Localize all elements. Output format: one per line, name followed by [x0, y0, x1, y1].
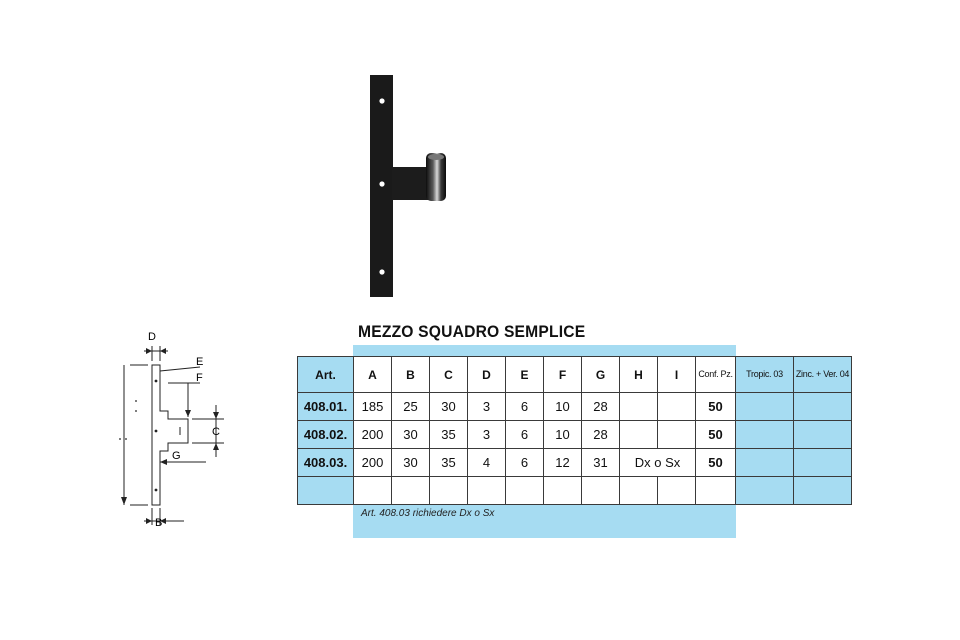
- cell-i: [657, 392, 696, 421]
- cell-a: 185: [353, 392, 392, 421]
- cell-e: 6: [505, 420, 544, 449]
- dim-label-c: C: [212, 426, 220, 438]
- cell-zinc: [793, 392, 852, 421]
- cell-f: 10: [543, 392, 582, 421]
- screw-hole-middle: [379, 181, 385, 187]
- cell-art: [297, 476, 354, 505]
- cell-e: 6: [505, 392, 544, 421]
- cell-c: 30: [429, 392, 468, 421]
- dimension-diagram: D E F C G B A: [119, 331, 224, 529]
- cell-zinc: [793, 420, 852, 449]
- header-b: B: [391, 356, 430, 393]
- cell-f: 10: [543, 420, 582, 449]
- cell-i: [657, 420, 696, 449]
- cell-b: 30: [391, 448, 430, 477]
- header-d: D: [467, 356, 506, 393]
- table-header-row: Art. A B C D E F G H I Conf. Pz. Tropic.…: [297, 356, 852, 393]
- cell-tropic: [735, 476, 794, 505]
- cell-d: 3: [467, 392, 506, 421]
- cell-conf: 50: [695, 392, 736, 421]
- header-e: E: [505, 356, 544, 393]
- cell-b: 30: [391, 420, 430, 449]
- cell-h: [619, 392, 658, 421]
- order-note: Art. 408.03 richiedere Dx o Sx: [361, 508, 495, 519]
- cell-e: [505, 476, 544, 505]
- hinge-barrel: [426, 153, 446, 201]
- dim-label-e: E: [196, 356, 203, 368]
- header-c: C: [429, 356, 468, 393]
- cell-g: 31: [581, 448, 620, 477]
- cell-a: 200: [353, 420, 392, 449]
- cell-b: [391, 476, 430, 505]
- cell-f: 12: [543, 448, 582, 477]
- cell-h: [619, 476, 658, 505]
- table-row: 408.03. 200 30 35 4 6 12 31 Dx o Sx 50: [297, 448, 852, 477]
- product-title: MEZZO SQUADRO SEMPLICE: [358, 322, 586, 341]
- cell-art: 408.03.: [297, 448, 354, 477]
- cell-g: [581, 476, 620, 505]
- cell-conf: [695, 476, 736, 505]
- cell-g: 28: [581, 392, 620, 421]
- cell-i: [657, 476, 696, 505]
- dim-label-f: F: [196, 372, 203, 384]
- cell-art: 408.01.: [297, 392, 354, 421]
- cell-g: 28: [581, 420, 620, 449]
- screw-hole-top: [379, 98, 385, 104]
- header-a: A: [353, 356, 392, 393]
- header-tropic: Tropic. 03: [735, 356, 794, 393]
- dim-label-b: B: [155, 517, 162, 529]
- spec-table: Art. A B C D E F G H I Conf. Pz. Tropic.…: [297, 356, 852, 505]
- header-g: G: [581, 356, 620, 393]
- cell-c: 35: [429, 448, 468, 477]
- cell-d: 3: [467, 420, 506, 449]
- hinge-product-photo: [370, 75, 446, 297]
- cell-tropic: [735, 392, 794, 421]
- table-row: 408.02. 200 30 35 3 6 10 28 50: [297, 420, 852, 449]
- header-f: F: [543, 356, 582, 393]
- cell-zinc: [793, 448, 852, 477]
- cell-a: [353, 476, 392, 505]
- cell-e: 6: [505, 448, 544, 477]
- cell-zinc: [793, 476, 852, 505]
- cell-h: [619, 420, 658, 449]
- cell-f: [543, 476, 582, 505]
- cell-conf: 50: [695, 448, 736, 477]
- plate-outline: [151, 364, 189, 506]
- cell-tropic: [735, 448, 794, 477]
- header-i: I: [657, 356, 696, 393]
- cell-a: 200: [353, 448, 392, 477]
- cell-d: [467, 476, 506, 505]
- table-row: [297, 476, 852, 505]
- dim-label-d: D: [148, 331, 156, 343]
- cell-tropic: [735, 420, 794, 449]
- cell-conf: 50: [695, 420, 736, 449]
- header-h: H: [619, 356, 658, 393]
- screw-hole-bottom: [379, 269, 385, 275]
- cell-h-i: Dx o Sx: [619, 448, 696, 477]
- cell-b: 25: [391, 392, 430, 421]
- header-conf: Conf. Pz.: [695, 356, 736, 393]
- header-art: Art.: [297, 356, 354, 393]
- header-zinc: Zinc. + Ver. 04: [793, 356, 852, 393]
- dim-label-g: G: [172, 450, 181, 462]
- cell-d: 4: [467, 448, 506, 477]
- cell-c: [429, 476, 468, 505]
- table-row: 408.01. 185 25 30 3 6 10 28 50: [297, 392, 852, 421]
- cell-c: 35: [429, 420, 468, 449]
- cell-art: 408.02.: [297, 420, 354, 449]
